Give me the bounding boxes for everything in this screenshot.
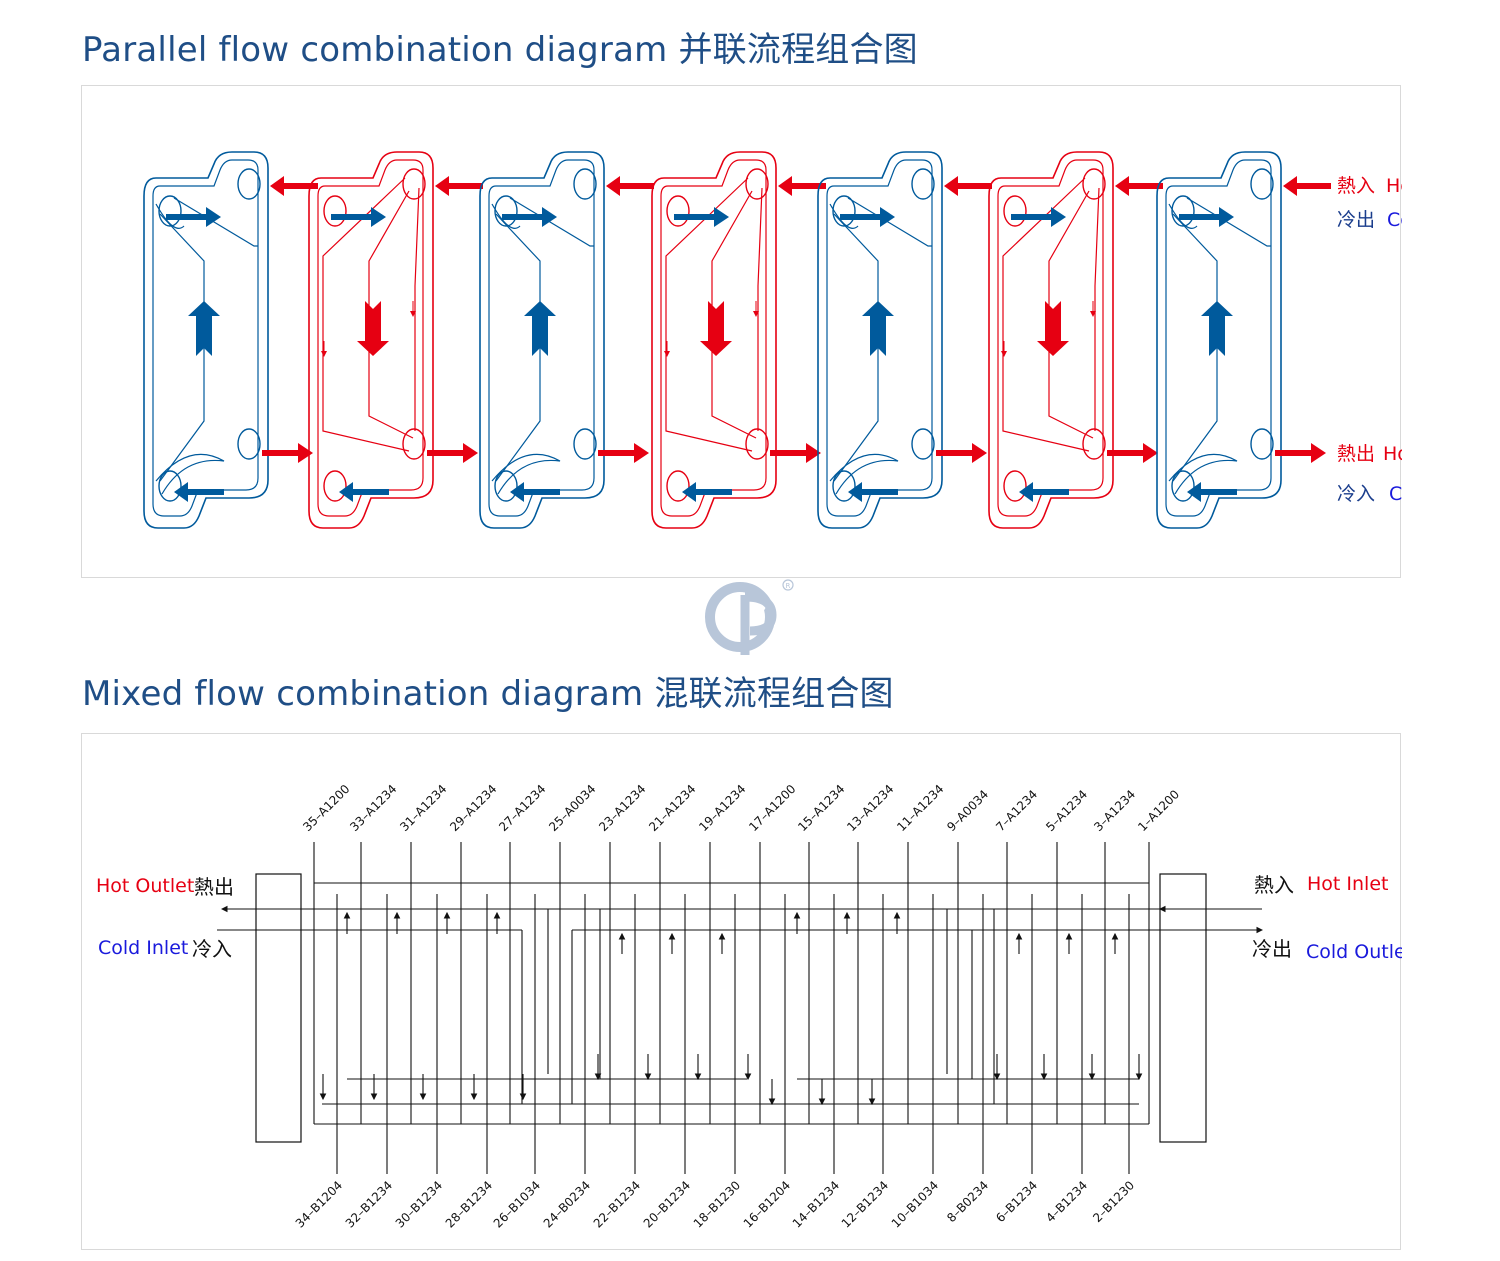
parallel-flow-panel: 熱入 Hot Inlet 冷出 Cold Outlet 熱出 Hot Outle… xyxy=(81,85,1402,578)
mixed-hot-outlet-en: Hot Outlet xyxy=(96,875,194,897)
mixed-cold-inlet-cn: 冷入 xyxy=(192,937,232,961)
top-plate-label: 13–A1234 xyxy=(844,782,896,834)
top-plate-label: 25–A0034 xyxy=(546,782,598,834)
top-plate-label: 19–A1234 xyxy=(696,782,748,834)
parallel-diagram-title: Parallel flow combination diagram 并联流程组合… xyxy=(82,30,918,70)
top-plate-label: 17–A1200 xyxy=(746,782,798,834)
bottom-plate-label: 34–B1204 xyxy=(293,1178,345,1230)
plate-1-cold xyxy=(143,151,318,529)
bottom-plate-label: 12–B1234 xyxy=(839,1178,891,1230)
hot-outlet-label-cn: 熱出 xyxy=(1337,443,1375,465)
parallel-flow-diagram: 熱入 Hot Inlet 冷出 Cold Outlet 熱出 Hot Outle… xyxy=(143,151,1402,529)
mixed-flow-diagram: 35–A120033–A123431–A123429–A123427–A1234… xyxy=(96,782,1402,1231)
hot-outlet-arrow xyxy=(598,443,649,463)
bottom-plate-label: 4–B1234 xyxy=(1043,1178,1090,1225)
hot-inlet-arrow xyxy=(1283,176,1331,196)
cold-outlet-label-en: Cold Outlet xyxy=(1387,209,1402,231)
hot-outlet-arrow xyxy=(262,443,313,463)
top-plate-label: 29–A1234 xyxy=(447,782,499,834)
bottom-plate-label: 18–B1230 xyxy=(691,1178,743,1230)
hot-inlet-label-en: Hot Inlet xyxy=(1386,175,1402,197)
mixed-cold-outlet-en: Cold Outlet xyxy=(1306,941,1402,963)
top-plate-label: 21–A1234 xyxy=(646,782,698,834)
top-plate-label: 23–A1234 xyxy=(596,782,648,834)
top-plate-label: 31–A1234 xyxy=(397,782,449,834)
cold-inlet-label-en: Cold Inlet xyxy=(1389,483,1402,505)
bottom-plate-label: 10–B1034 xyxy=(889,1178,941,1230)
hot-outlet-label-en: Hot Outlet xyxy=(1383,443,1402,465)
cold-inlet-label-cn: 冷入 xyxy=(1337,483,1375,505)
plate-2-hot xyxy=(308,151,483,529)
hot-outlet-arrow xyxy=(770,443,821,463)
bottom-plate-label: 26–B1034 xyxy=(491,1178,543,1230)
top-plate-label: 3–A1234 xyxy=(1091,787,1138,834)
bottom-plate-label: 30–B1234 xyxy=(393,1178,445,1230)
top-plate-label: 1–A1200 xyxy=(1135,787,1182,834)
hot-inlet-label-cn: 熱入 xyxy=(1337,175,1375,197)
plate-6-hot xyxy=(988,151,1163,529)
top-plate-label: 11–A1234 xyxy=(894,782,946,834)
mixed-diagram-title: Mixed flow combination diagram 混联流程组合图 xyxy=(82,674,894,714)
top-plate-label: 35–A1200 xyxy=(300,782,352,834)
hot-outlet-arrow xyxy=(1107,443,1158,463)
bottom-plate-label: 2–B1230 xyxy=(1090,1178,1137,1225)
hot-inlet-arrow xyxy=(1115,176,1163,196)
bottom-plate-label: 8–B0234 xyxy=(944,1178,991,1225)
hot-inlet-arrow xyxy=(270,176,318,196)
left-frame-plate xyxy=(255,873,302,1143)
bottom-plate-label: 32–B1234 xyxy=(343,1178,395,1230)
mixed-hot-outlet-cn: 熱出 xyxy=(194,875,234,899)
bottom-plate-label: 20–B1234 xyxy=(641,1178,693,1230)
svg-text:R: R xyxy=(786,582,791,590)
bottom-plate-label: 6–B1234 xyxy=(993,1178,1040,1225)
plate-4-hot xyxy=(651,151,826,529)
mixed-hot-inlet-cn: 熱入 xyxy=(1254,873,1294,897)
hot-inlet-arrow xyxy=(944,176,992,196)
hot-inlet-arrow xyxy=(778,176,826,196)
top-plate-label: 7–A1234 xyxy=(993,787,1040,834)
hot-outlet-arrow xyxy=(1275,443,1326,463)
hot-outlet-arrow xyxy=(427,443,478,463)
plate-5-cold xyxy=(817,151,992,529)
hot-inlet-arrow xyxy=(435,176,483,196)
top-plate-label: 27–A1234 xyxy=(496,782,548,834)
plate-3-cold xyxy=(479,151,654,529)
hot-inlet-arrow xyxy=(606,176,654,196)
top-plate-label: 33–A1234 xyxy=(347,782,399,834)
top-plate-label: 9–A0034 xyxy=(944,787,991,834)
bottom-plate-label: 16–B1204 xyxy=(741,1178,793,1230)
mixed-cold-outlet-cn: 冷出 xyxy=(1252,937,1292,961)
plate-7-cold xyxy=(1156,151,1331,529)
bottom-plate-label: 24–B0234 xyxy=(541,1178,593,1230)
company-logo-watermark: R xyxy=(705,579,794,655)
cold-outlet-label-cn: 冷出 xyxy=(1337,209,1375,231)
bottom-plate-label: 14–B1234 xyxy=(790,1178,842,1230)
top-plate-label: 5–A1234 xyxy=(1043,787,1090,834)
bottom-plate-label: 22–B1234 xyxy=(591,1178,643,1230)
right-frame-plate xyxy=(1159,873,1207,1143)
hot-outlet-arrow xyxy=(936,443,987,463)
mixed-cold-inlet-en: Cold Inlet xyxy=(98,937,188,959)
top-plate-label: 15–A1234 xyxy=(795,782,847,834)
mixed-hot-inlet-en: Hot Inlet xyxy=(1307,873,1388,895)
bottom-plate-label: 28–B1234 xyxy=(443,1178,495,1230)
